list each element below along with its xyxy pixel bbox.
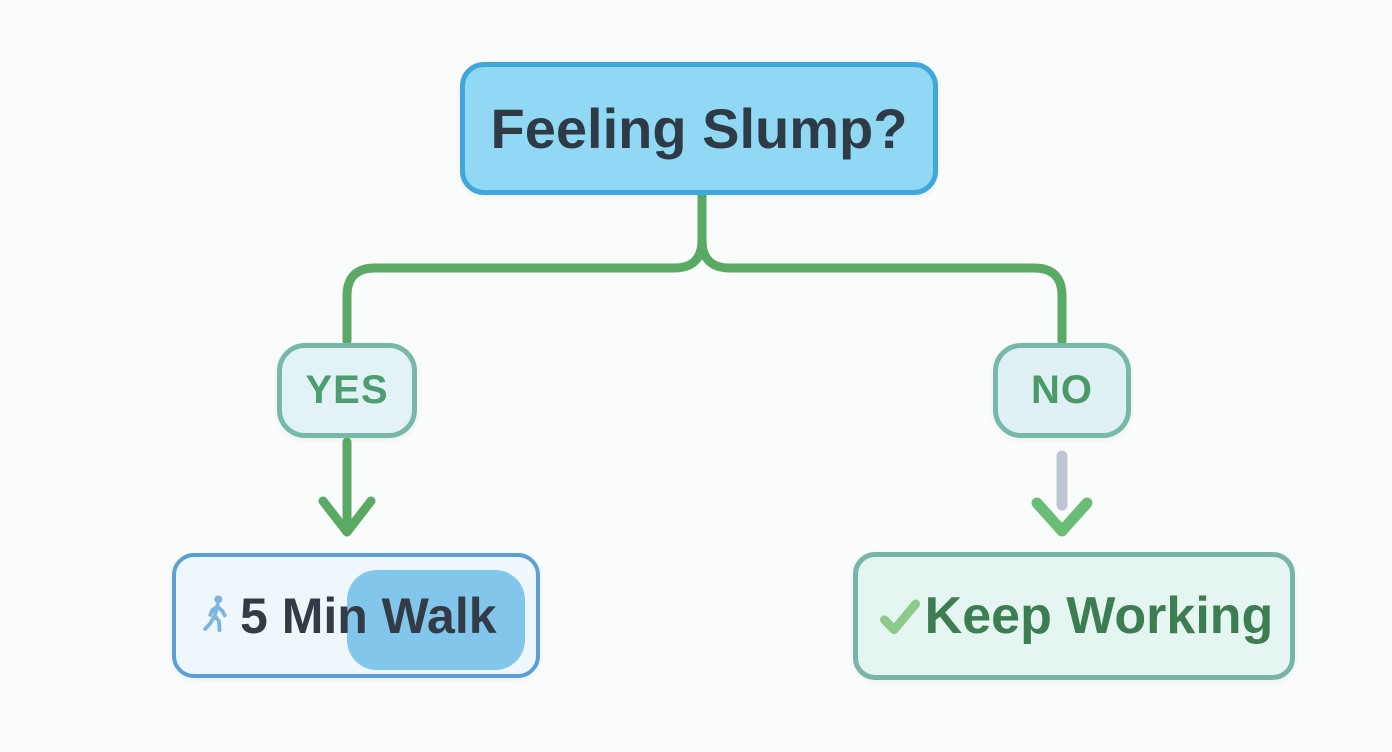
keep-working-action-node: Keep Working [853,552,1295,680]
walking-person-icon [196,592,236,640]
no-label: NO [1031,368,1093,412]
checkmark-icon [875,591,925,641]
keep-working-label: Keep Working [924,587,1274,645]
no-arrow-head [1031,497,1093,537]
branch-line-left [342,189,707,346]
yes-arrow-head [318,496,376,537]
question-node: Feeling Slump? [460,62,938,195]
branch-line-right [697,189,1067,346]
yes-label: YES [305,368,389,412]
no-branch-node: NO [993,343,1131,438]
yes-branch-node: YES [277,343,417,438]
walk-label: 5 Min Walk [240,587,497,644]
walk-word-highlight [347,570,525,670]
walk-action-node: 5 Min Walk [172,553,540,678]
question-label: Feeling Slump? [490,97,908,160]
